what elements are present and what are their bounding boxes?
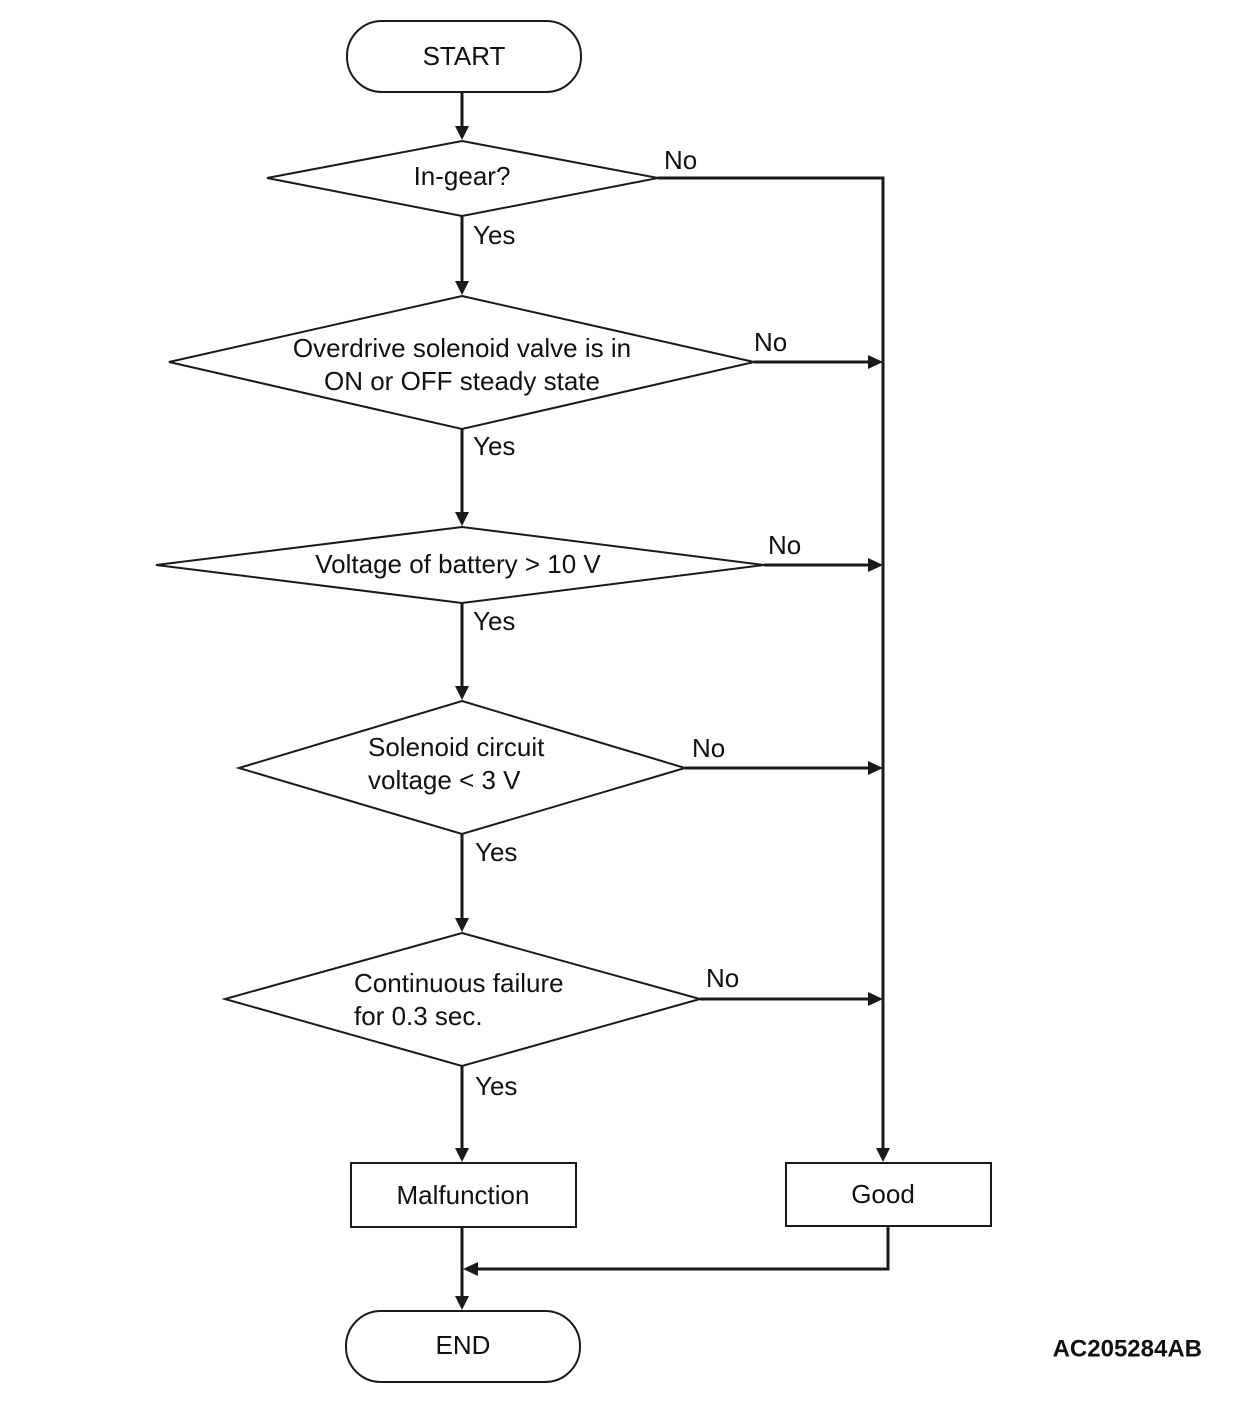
decision-2-text-line-2: ON or OFF steady state — [324, 366, 600, 396]
decision-4-text-line-2: voltage < 3 V — [368, 765, 521, 795]
decision-5-text-line-1: Continuous failure — [354, 968, 564, 998]
arrowhead — [455, 1148, 469, 1162]
decision-5-no-label: No — [706, 963, 739, 993]
arrowhead — [455, 126, 469, 140]
end-label: END — [436, 1330, 491, 1360]
arrowhead — [868, 761, 883, 775]
arrowhead — [455, 686, 469, 700]
arrowhead — [455, 512, 469, 526]
arrowhead — [455, 281, 469, 295]
end-terminal: END — [345, 1310, 581, 1383]
decision-battery-voltage: Voltage of battery > 10 V — [155, 525, 765, 605]
decision-2-text-line-1: Overdrive solenoid valve is in — [293, 333, 631, 363]
decision-1-no-label: No — [664, 145, 697, 175]
arrowhead — [868, 558, 883, 572]
decision-5-text-line-2: for 0.3 sec. — [354, 1001, 483, 1031]
decision-2-yes-label: Yes — [473, 431, 515, 461]
decision-solenoid-circuit-voltage: Solenoid circuit voltage < 3 V — [235, 699, 689, 836]
figure-code: AC205284AB — [1053, 1335, 1202, 1362]
decision-4-text-line-1: Solenoid circuit — [368, 732, 545, 762]
decision-5-yes-label: Yes — [475, 1071, 517, 1101]
decision-1-text: In-gear? — [414, 161, 511, 191]
arrowhead — [876, 1148, 890, 1162]
arrowhead — [463, 1262, 478, 1276]
decision-3-yes-label: Yes — [473, 606, 515, 636]
arrowhead — [455, 918, 469, 932]
start-terminal: START — [346, 20, 582, 93]
decision-overdrive-solenoid: Overdrive solenoid valve is in ON or OFF… — [168, 294, 755, 431]
decision-continuous-failure: Continuous failure for 0.3 sec. — [221, 931, 704, 1068]
start-label: START — [423, 41, 506, 71]
decision-4-no-label: No — [692, 733, 725, 763]
arrowhead — [868, 355, 883, 369]
no-bus-line — [658, 176, 885, 1148]
decision-1-yes-label: Yes — [473, 220, 515, 250]
decision-3-no-label: No — [768, 530, 801, 560]
arrowhead — [868, 992, 883, 1006]
decision-3-text: Voltage of battery > 10 V — [315, 549, 601, 579]
arrowhead — [455, 1296, 469, 1310]
connector-good-to-end — [478, 1226, 890, 1271]
good-box: Good — [785, 1162, 992, 1227]
malfunction-box: Malfunction — [350, 1162, 577, 1228]
malfunction-label: Malfunction — [397, 1180, 530, 1210]
good-label: Good — [851, 1179, 915, 1209]
decision-2-no-label: No — [754, 327, 787, 357]
decision-in-gear: In-gear? — [266, 139, 659, 218]
decision-4-yes-label: Yes — [475, 837, 517, 867]
